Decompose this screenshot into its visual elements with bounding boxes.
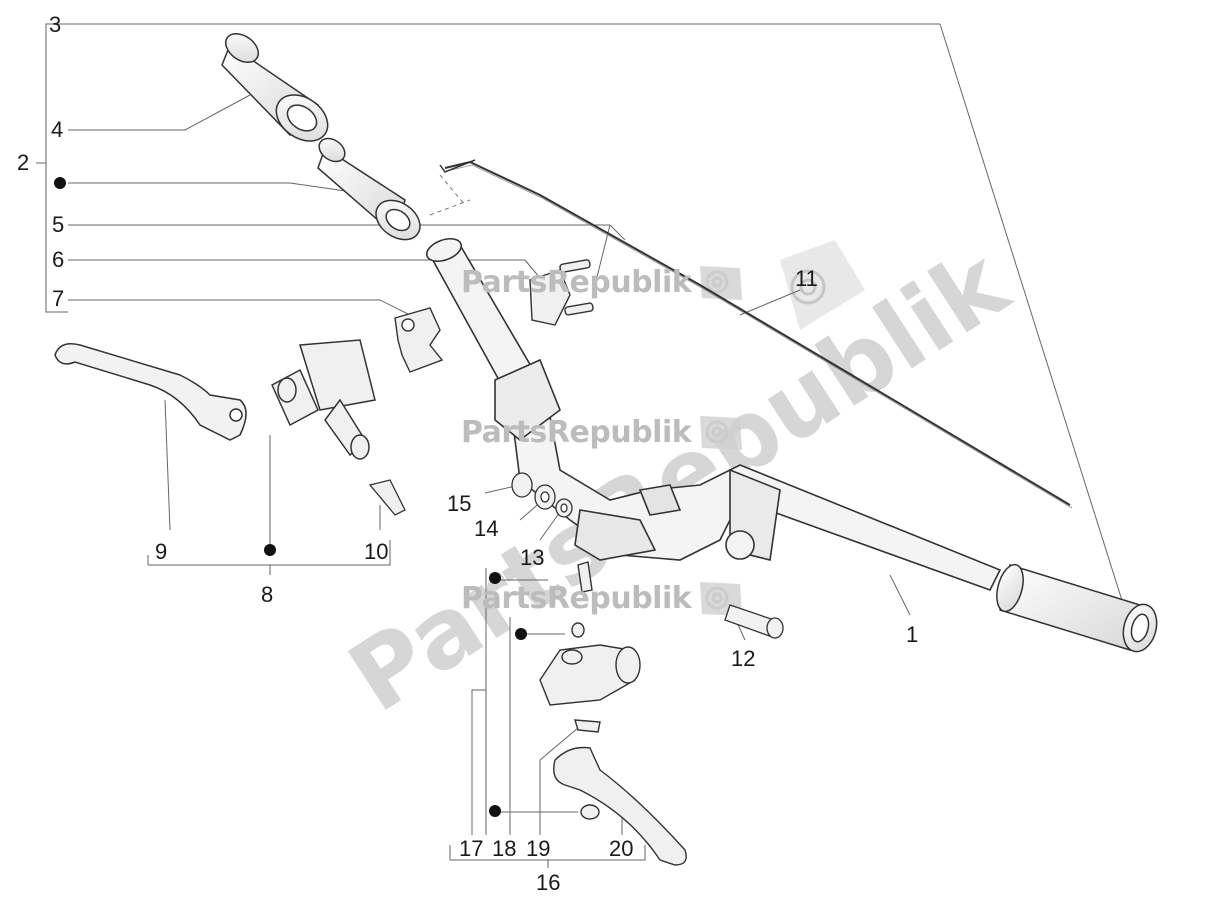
callout-16: 16 xyxy=(536,870,561,895)
callout-5: 5 xyxy=(52,212,65,237)
callout-7: 7 xyxy=(52,286,65,311)
brake-switch-part xyxy=(368,479,406,516)
callout-8: 8 xyxy=(261,582,274,607)
watermark-text: PartsRepublik xyxy=(461,415,692,450)
callout-18: 18 xyxy=(492,836,517,861)
callout-1: 1 xyxy=(906,622,919,647)
watermark-text: PartsRepublik xyxy=(461,581,692,616)
master-cylinder-part xyxy=(271,339,376,460)
callout-12: 12 xyxy=(731,646,756,671)
bolt-part xyxy=(724,604,784,639)
brake-lever-left-part xyxy=(54,343,247,441)
marker-dots xyxy=(54,177,527,817)
callout-17: 17 xyxy=(459,836,484,861)
lever-bracket-part xyxy=(394,307,444,373)
callout-10: 10 xyxy=(364,539,389,564)
grip-right-part xyxy=(996,563,1158,653)
callout-9: 9 xyxy=(155,539,168,564)
switch-clamp-part xyxy=(529,259,594,326)
callout-19: 19 xyxy=(526,836,551,861)
leader-lines xyxy=(68,23,1126,868)
callout-2: 2 xyxy=(17,150,30,175)
rear-brake-assembly-part xyxy=(539,561,687,866)
throttle-cable xyxy=(429,159,1073,509)
washer-parts xyxy=(511,472,573,518)
handlebar-part xyxy=(425,237,1002,591)
callout-4: 4 xyxy=(51,117,64,142)
group-bracket-2 xyxy=(36,23,68,313)
callout-13: 13 xyxy=(520,545,545,570)
callout-15: 15 xyxy=(447,491,472,516)
throttle-grip-part xyxy=(317,137,421,241)
grip-left-part xyxy=(221,32,329,142)
callout-6: 6 xyxy=(52,247,65,272)
callout-14: 14 xyxy=(474,516,499,541)
watermark-flag-icon xyxy=(700,240,865,616)
callout-11: 11 xyxy=(795,266,818,291)
callout-20: 20 xyxy=(609,836,634,861)
callout-3: 3 xyxy=(49,12,62,37)
watermark-text: PartsRepublik xyxy=(461,265,692,300)
